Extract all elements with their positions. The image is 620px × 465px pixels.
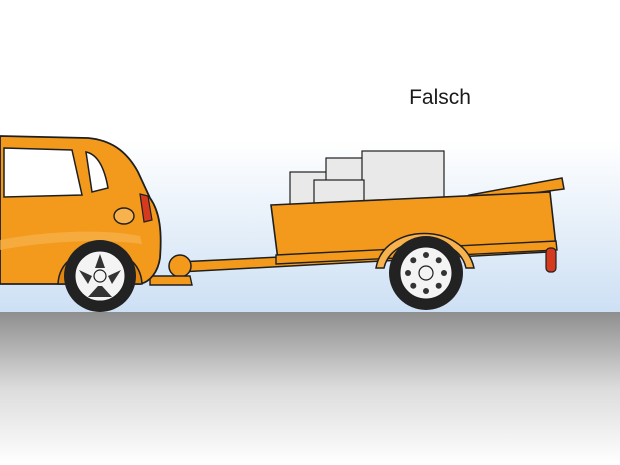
car-rear-glass [85, 151, 109, 193]
car-taillight [139, 193, 153, 223]
fuel-cap [113, 207, 135, 225]
road-surface [0, 312, 620, 465]
trailer-wheel [389, 236, 463, 310]
tow-ball [168, 254, 192, 278]
trailer-taillight [545, 247, 557, 273]
car-rear-window [3, 147, 83, 198]
car-wheel [64, 240, 136, 312]
caption-label: Falsch [409, 86, 471, 109]
car-icon [0, 135, 193, 312]
trailer-icon [270, 150, 565, 310]
